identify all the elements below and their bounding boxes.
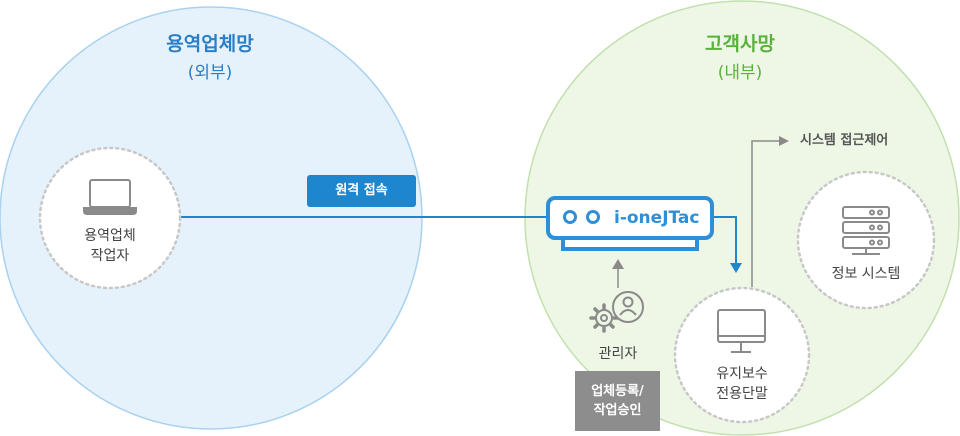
approval-badge: 업체등록/ 작업승인 (575, 371, 660, 431)
customer-network-subtitle: (내부) (717, 63, 763, 83)
system-access-control-label: 시스템 접근제어 (800, 133, 889, 148)
approval-line2: 작업승인 (593, 403, 642, 418)
terminal-to-access-line (751, 140, 780, 287)
approval-line1: 업체등록/ (591, 384, 644, 399)
maintenance-terminal-label-line2: 전용단말 (716, 386, 768, 402)
admin-to-gateway-arrow (612, 259, 624, 269)
maintenance-terminal-node (673, 286, 811, 424)
admin-label: 관리자 (598, 346, 638, 362)
laptop-icon (83, 179, 137, 215)
remote-access-badge: 원격 접속 (307, 175, 416, 207)
vendor-worker-label-line1: 용역업체 (84, 228, 136, 244)
gateway-dot-icon (563, 210, 577, 224)
customer-network-title: 고객사망 (705, 33, 775, 55)
server-icon (842, 206, 890, 255)
vendor-network-title: 용역업체망 (166, 33, 254, 55)
admin-gear-icon (589, 291, 644, 333)
gateway-name: i-oneJTac (614, 208, 700, 228)
monitor-icon (717, 309, 766, 353)
gateway-to-terminal-line (714, 216, 737, 265)
terminal-to-access-arrow (779, 136, 789, 146)
vendor-worker-label: 용역업체 작업자 (60, 226, 160, 266)
gateway-to-terminal-arrow (730, 263, 742, 273)
maintenance-terminal-label-line1: 유지보수 (716, 366, 768, 382)
info-system-node (796, 170, 936, 310)
maintenance-terminal-label: 유지보수 전용단말 (692, 364, 792, 404)
gateway-dot-icon (586, 210, 600, 224)
vendor-worker-label-line2: 작업자 (90, 248, 130, 264)
gateway-stand (561, 240, 699, 251)
gateway-box: i-oneJTac (546, 196, 714, 240)
vendor-worker-node (38, 146, 182, 290)
info-system-label: 정보 시스템 (831, 266, 901, 282)
vendor-network-subtitle: (외부) (187, 63, 233, 83)
